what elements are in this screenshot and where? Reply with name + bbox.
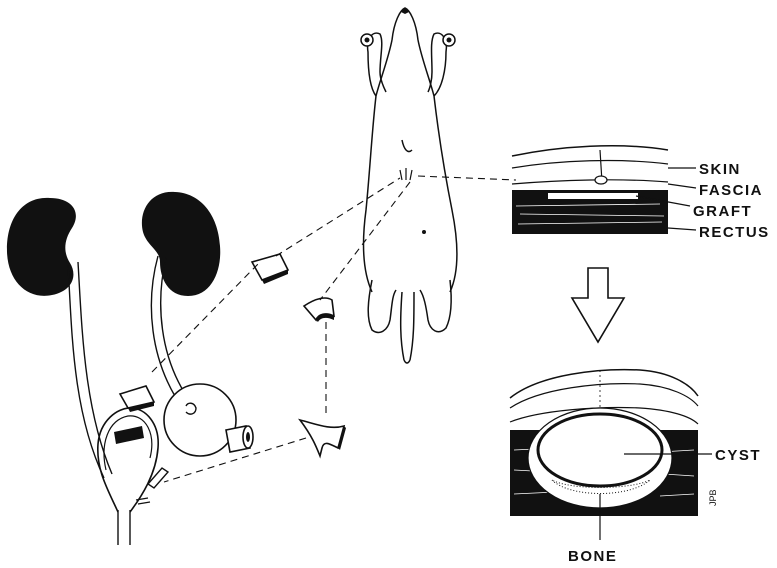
rat-chest-mark bbox=[402, 140, 412, 152]
rat-right-paw-center bbox=[447, 38, 452, 43]
rat-incision bbox=[400, 168, 412, 180]
connector-rat-to-curved bbox=[320, 182, 410, 300]
section-top-fascia bbox=[512, 180, 668, 184]
left-kidney bbox=[7, 198, 76, 296]
bladder-left bbox=[98, 408, 158, 545]
label-rectus: RECTUS bbox=[699, 224, 770, 241]
flask-body bbox=[164, 384, 236, 456]
cyst-lumen bbox=[538, 414, 662, 486]
bladder-right bbox=[164, 384, 253, 456]
right-kidney-group bbox=[142, 192, 220, 410]
label-bone: BONE bbox=[568, 548, 617, 565]
fascia-pointer bbox=[668, 184, 696, 188]
left-ureter-inner bbox=[78, 262, 112, 474]
rat-figure bbox=[361, 8, 457, 363]
section-bottom bbox=[510, 370, 698, 516]
rat-snout-tip bbox=[401, 8, 409, 14]
bladder-opening bbox=[114, 426, 144, 444]
section-top-skin-inner bbox=[512, 161, 668, 168]
flask-opening-inner bbox=[246, 432, 250, 442]
connector-graft-to-rat bbox=[276, 178, 400, 256]
section-top-graft bbox=[548, 193, 638, 199]
down-arrow bbox=[572, 268, 624, 342]
label-fascia: FASCIA bbox=[699, 182, 763, 199]
left-kidney-group bbox=[7, 198, 112, 478]
rat-navel bbox=[422, 230, 426, 234]
graft-pieces bbox=[120, 254, 346, 488]
rat-body-right bbox=[434, 96, 457, 292]
graft-funnel bbox=[300, 420, 344, 456]
rat-body-left bbox=[364, 96, 376, 292]
connector-rat-to-section bbox=[418, 176, 516, 180]
section-top-skin bbox=[512, 146, 668, 156]
label-cyst: CYST bbox=[715, 447, 761, 464]
label-graft: GRAFT bbox=[693, 203, 752, 220]
rectus-pointer bbox=[668, 228, 696, 230]
section-top bbox=[512, 146, 668, 234]
bladder-inner bbox=[104, 416, 152, 470]
rat-tail bbox=[401, 292, 414, 363]
rat-left-paw-center bbox=[365, 38, 370, 43]
rat-right-leg bbox=[420, 280, 451, 332]
section-top-stitch bbox=[595, 176, 607, 184]
rat-left-leg bbox=[368, 280, 396, 332]
artist-initials: JPB bbox=[708, 489, 718, 506]
section-bottom-skin-inner bbox=[510, 384, 698, 408]
label-skin: SKIN bbox=[699, 161, 741, 178]
